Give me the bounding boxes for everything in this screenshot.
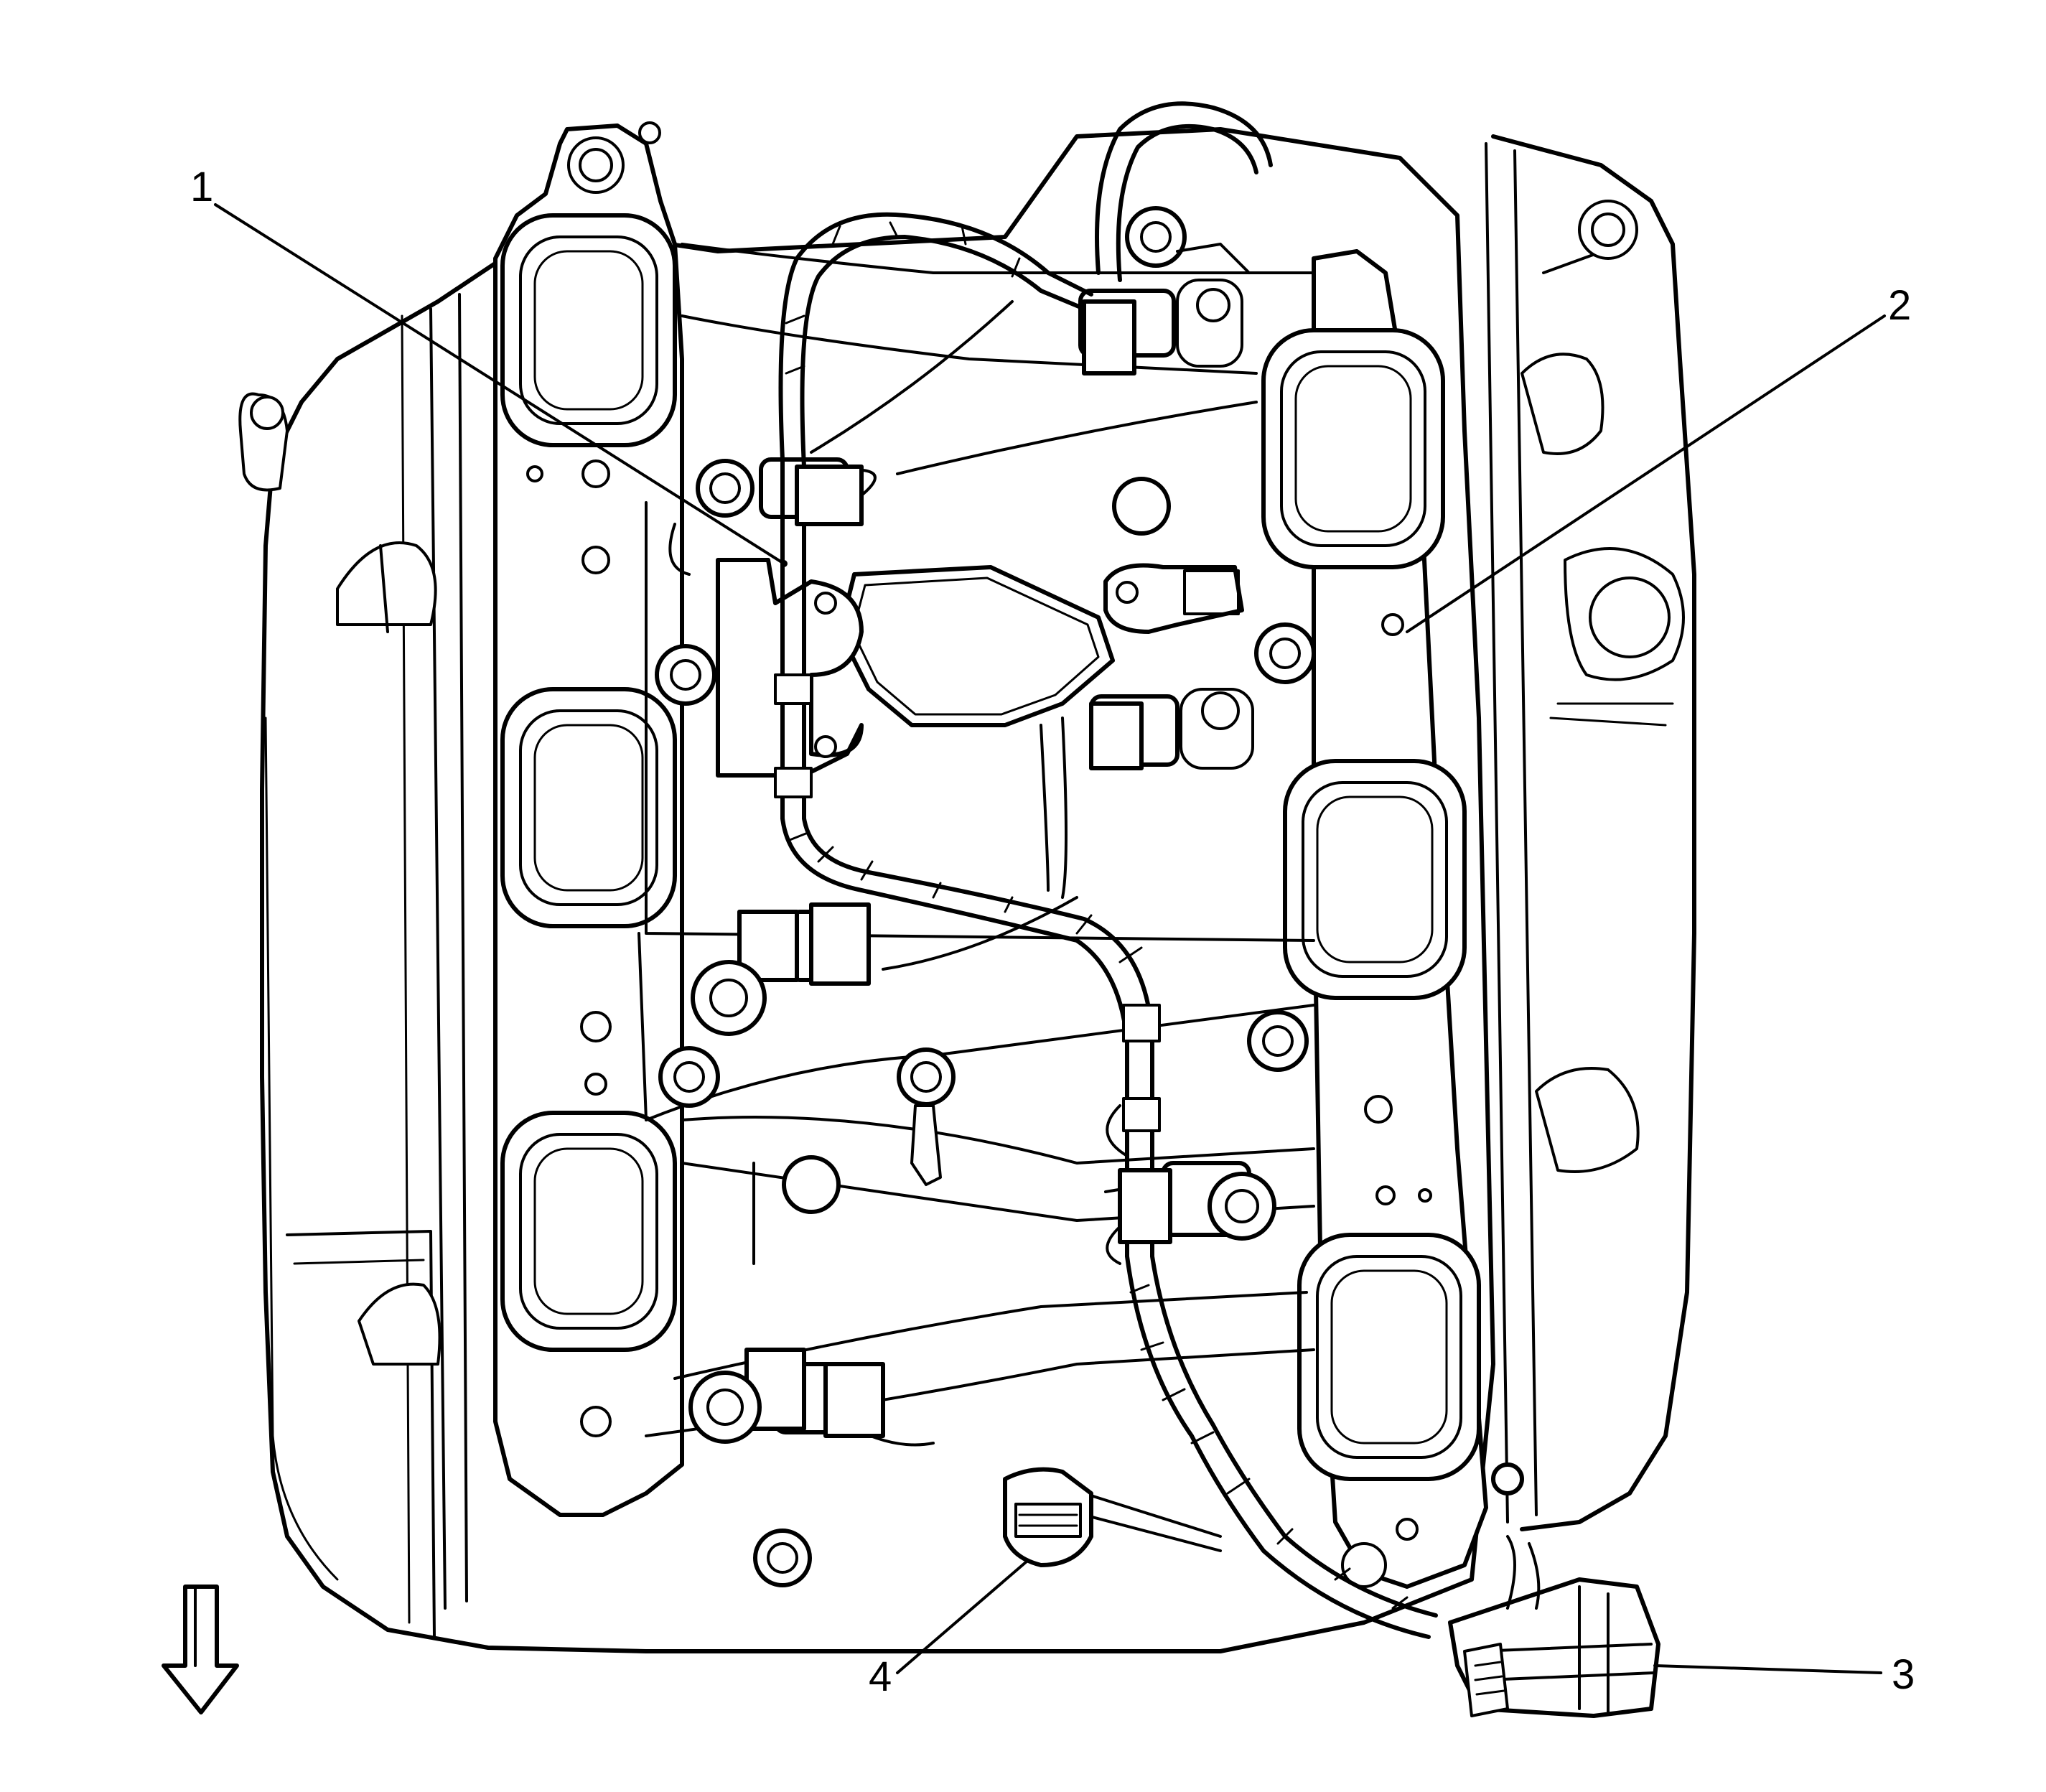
connector-inj-4 — [809, 902, 871, 986]
right-housing — [1485, 134, 1696, 1531]
harness-main-connector — [1448, 1535, 1660, 1718]
bolt-3 — [897, 1047, 956, 1106]
port-left-1 — [500, 213, 677, 447]
leader-line-4 — [896, 1560, 1028, 1674]
center-valley — [526, 206, 1524, 1587]
leader-line-2 — [1406, 314, 1886, 633]
callout-labels: 1 2 3 4 — [190, 164, 1915, 1700]
bolt-2 — [658, 1046, 720, 1108]
bracket-right — [1103, 563, 1244, 634]
sensor-connector — [1003, 1467, 1093, 1567]
bolt-5 — [1254, 622, 1316, 684]
bolt-7 — [753, 1529, 812, 1587]
port-left-2 — [500, 687, 677, 928]
connector-inj-6 — [823, 1362, 885, 1438]
bracket-left — [716, 558, 864, 778]
port-right-1 — [1261, 328, 1445, 569]
callout-3: 3 — [1892, 1651, 1915, 1698]
callout-4: 4 — [869, 1653, 892, 1700]
bolt-8 — [1491, 1462, 1524, 1495]
orientation-arrow-down — [162, 1585, 239, 1714]
leader-dot-1 — [780, 560, 788, 567]
connector-inj-5 — [1118, 1168, 1172, 1244]
bolt-4 — [1247, 1010, 1309, 1072]
connector-inj-2 — [795, 465, 864, 526]
wiring-harness — [774, 101, 1438, 1639]
callout-2: 2 — [1888, 282, 1911, 329]
intake-ports — [500, 213, 1481, 1481]
leader-line-1 — [214, 203, 785, 565]
callout-1: 1 — [190, 164, 213, 210]
injector-connectors — [795, 299, 1172, 1438]
port-left-3 — [500, 1111, 677, 1352]
bolt-6 — [1125, 206, 1187, 268]
leader-lines — [214, 203, 1886, 1674]
port-right-3 — [1297, 1233, 1481, 1481]
bolt-1 — [655, 644, 716, 706]
leader-line-3 — [1653, 1664, 1882, 1674]
connector-inj-3 — [1089, 701, 1144, 770]
connector-inj-1 — [1082, 299, 1136, 375]
port-right-2 — [1283, 759, 1467, 1000]
